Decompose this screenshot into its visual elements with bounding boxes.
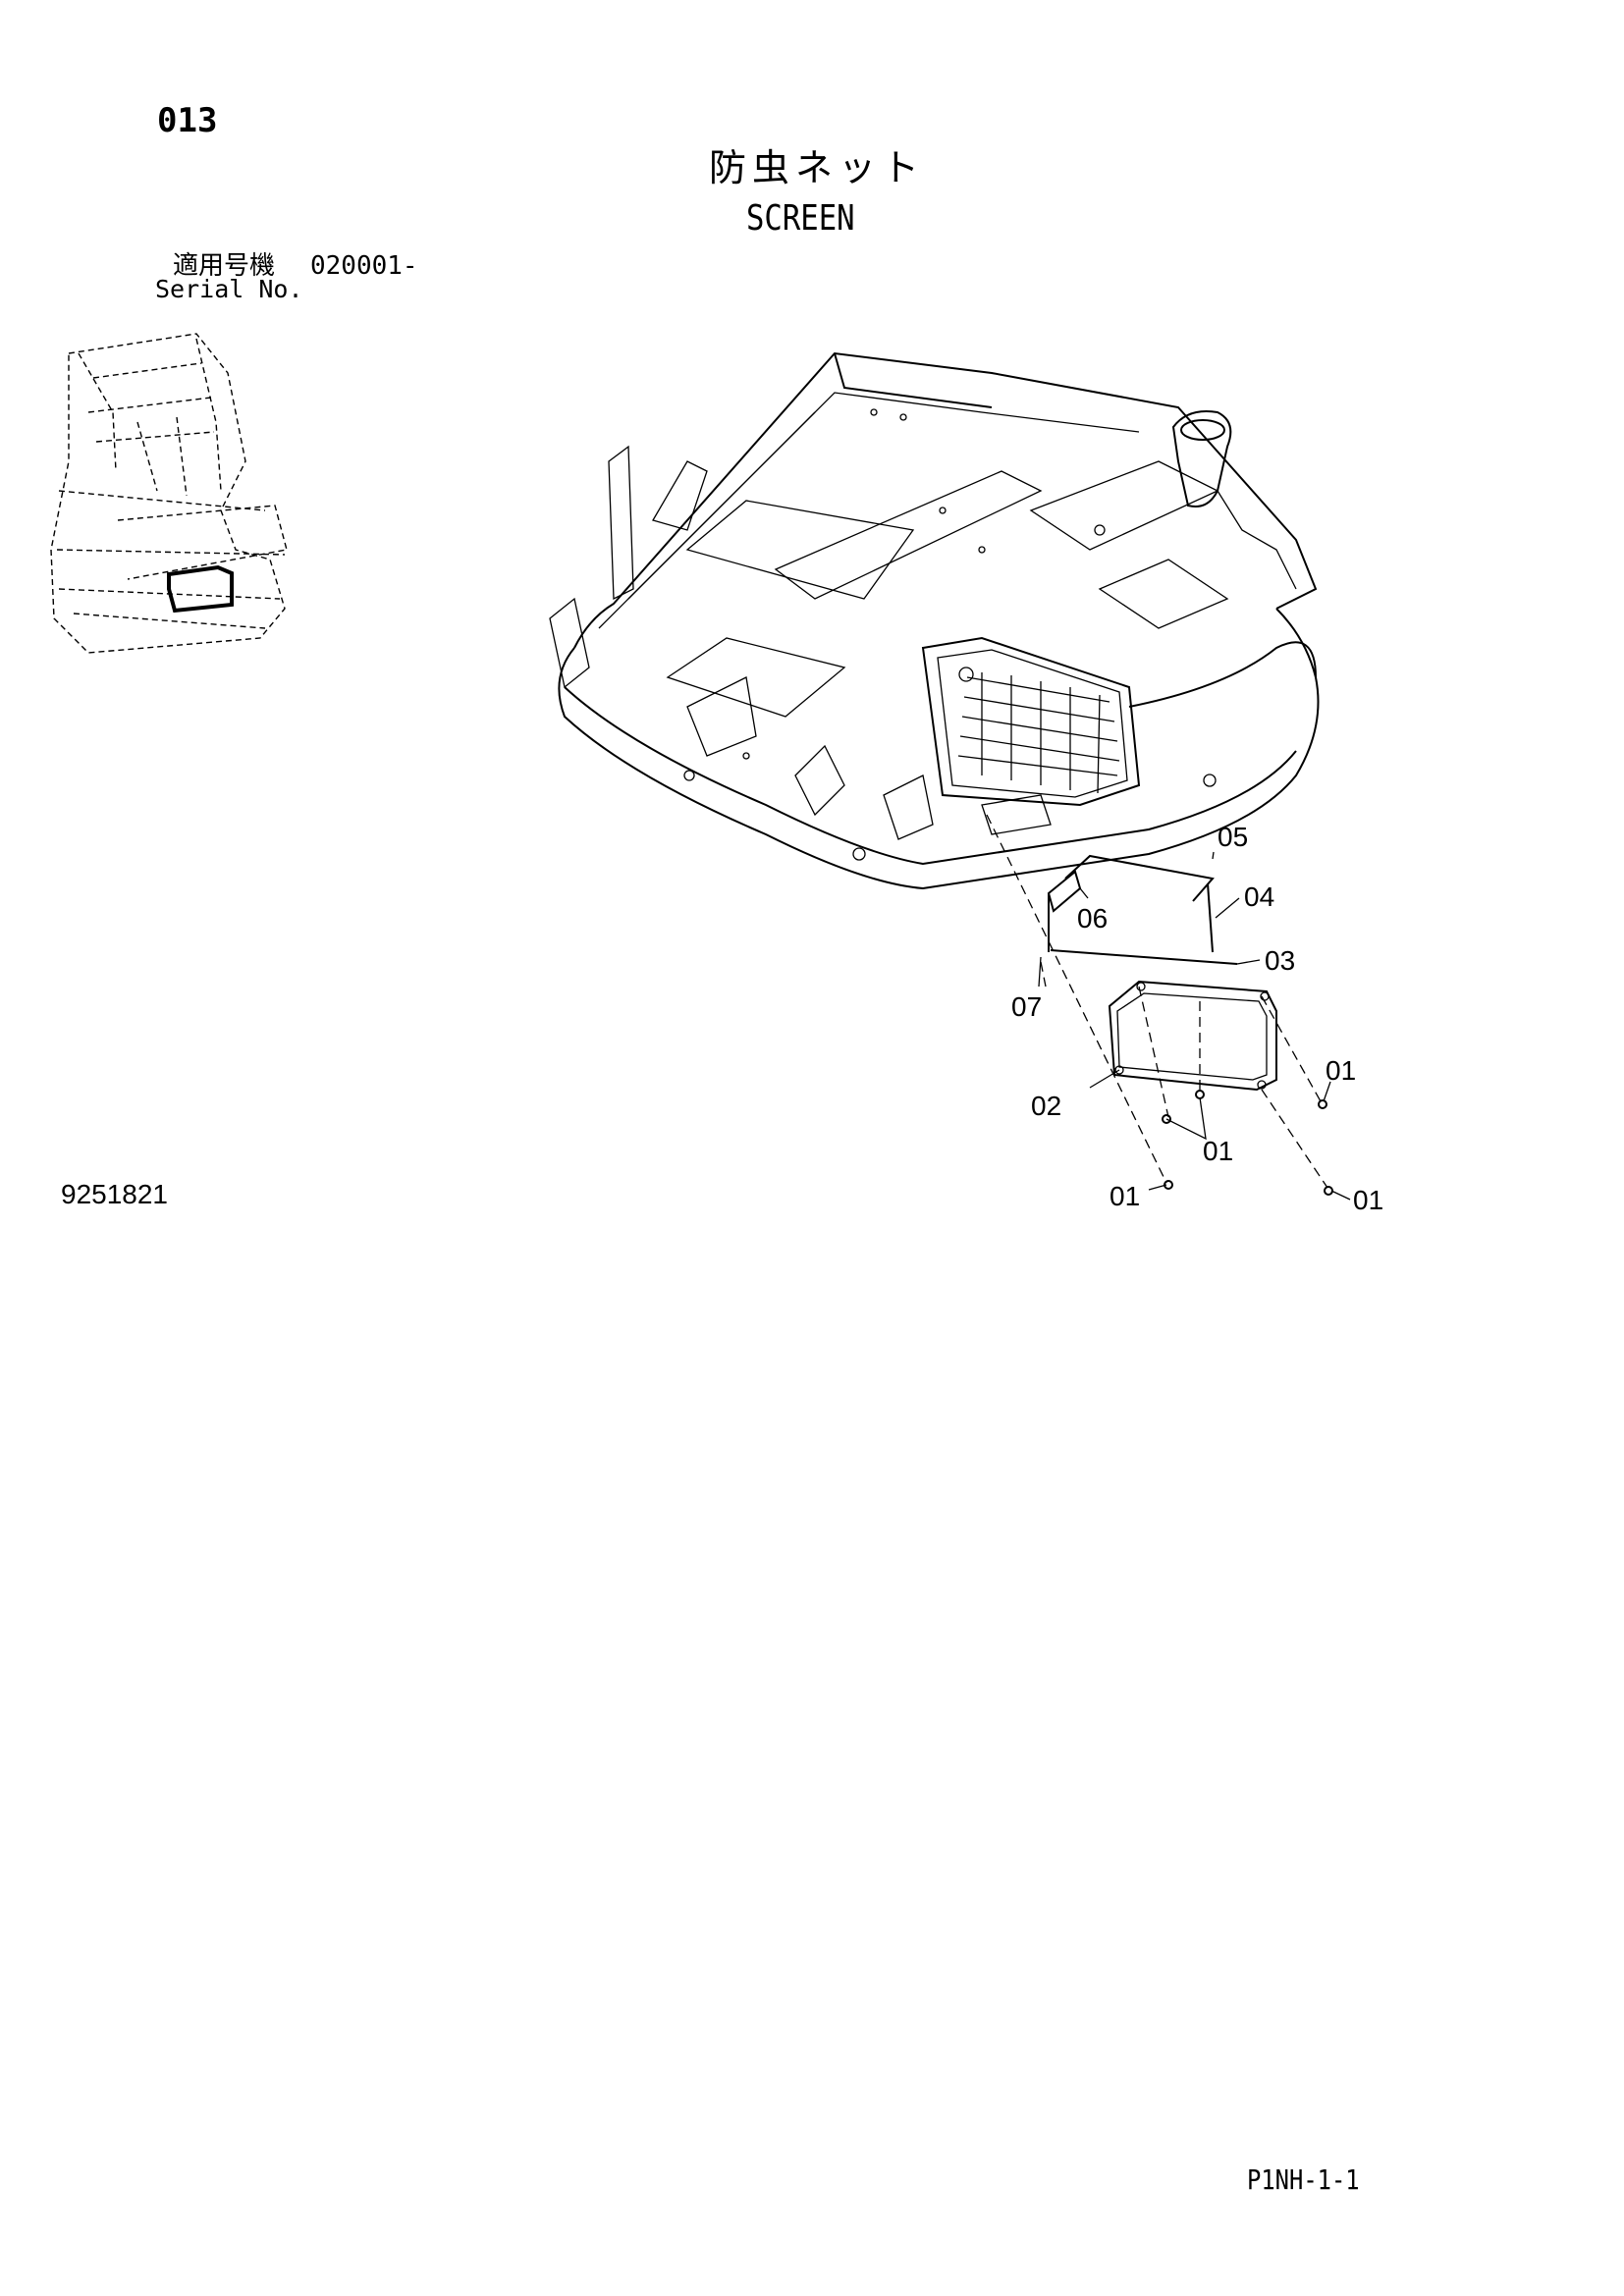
callout-04: 04 bbox=[1244, 881, 1274, 912]
part-03 bbox=[1050, 949, 1238, 965]
part-06 bbox=[1047, 870, 1082, 913]
part-05 bbox=[1064, 854, 1215, 902]
locator-thumbnail bbox=[50, 333, 288, 654]
title-english: SCREEN bbox=[746, 198, 855, 239]
callout-05: 05 bbox=[1218, 822, 1248, 852]
callout-02: 02 bbox=[1031, 1091, 1061, 1121]
serial-value: 020001- bbox=[310, 251, 418, 281]
screen-highlight bbox=[167, 564, 234, 614]
serial-label-english: Serial No. bbox=[155, 275, 303, 303]
revolving-frame bbox=[549, 351, 1320, 890]
callout-03: 03 bbox=[1265, 945, 1295, 976]
page-number: 013 bbox=[157, 101, 218, 140]
exploded-parts bbox=[986, 814, 1351, 1201]
callout-07: 07 bbox=[1011, 991, 1042, 1022]
screw-01 bbox=[1324, 1186, 1333, 1196]
screw-01 bbox=[1162, 1114, 1171, 1124]
callout-01-left-lower: 01 bbox=[1110, 1181, 1140, 1211]
screw-01 bbox=[1318, 1099, 1327, 1109]
serial-label-japanese: 適用号機 bbox=[173, 251, 276, 281]
part-04 bbox=[1207, 882, 1214, 953]
part-02 bbox=[1108, 980, 1277, 1092]
sheet-code: P1NH-1-1 bbox=[1247, 2163, 1360, 2196]
screw-01 bbox=[1195, 1090, 1205, 1099]
title-japanese: 防虫ネット bbox=[709, 146, 926, 189]
callout-06: 06 bbox=[1077, 903, 1108, 934]
callout-01-right-upper: 01 bbox=[1326, 1055, 1356, 1086]
callout-01-center: 01 bbox=[1203, 1136, 1233, 1166]
callout-01-right-lower: 01 bbox=[1353, 1185, 1383, 1215]
drawing-number: 9251821 bbox=[61, 1179, 169, 1209]
